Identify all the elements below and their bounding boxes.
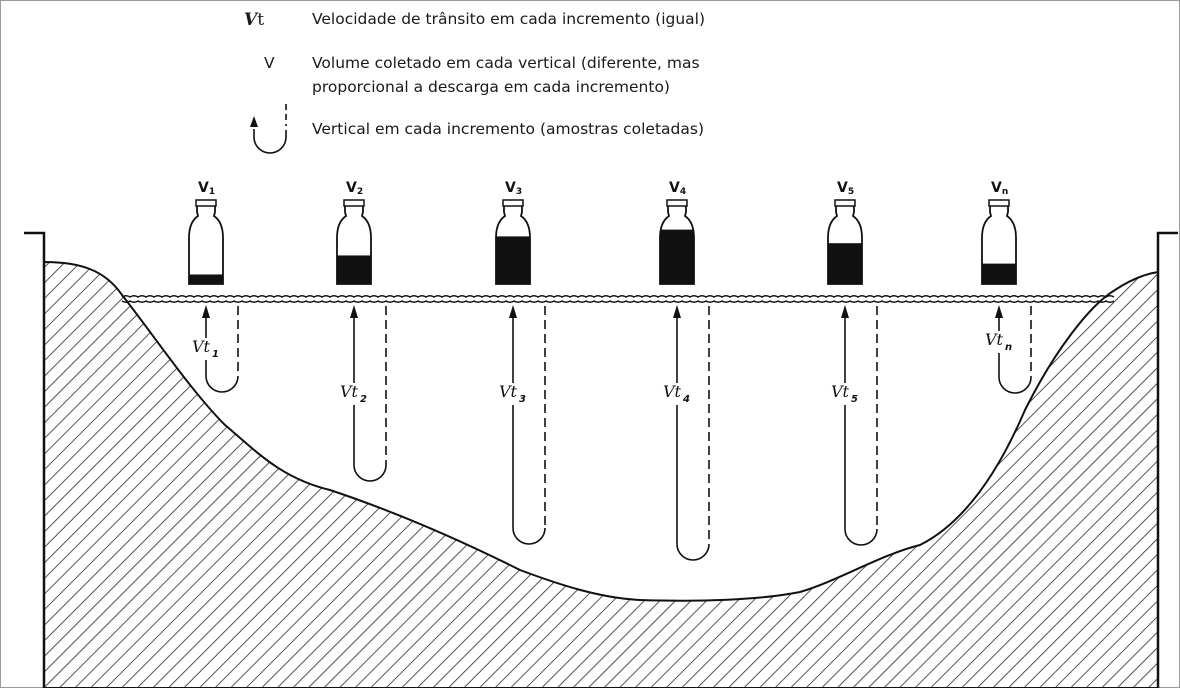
up-arrow-icon xyxy=(995,305,1003,318)
legend-v-text-line2: proporcional a descarga em cada incremen… xyxy=(312,78,670,96)
up-arrow-icon xyxy=(202,305,210,318)
up-arrow-icon xyxy=(350,305,358,318)
bottle-fill xyxy=(189,274,223,284)
label-background xyxy=(983,331,1013,353)
right-bank xyxy=(1156,231,1178,688)
label-background xyxy=(661,383,691,405)
bottle-fill xyxy=(660,229,694,284)
legend-v-text-line1: Volume coletado em cada vertical (difere… xyxy=(312,54,700,72)
bottle-cap xyxy=(666,199,688,207)
up-arrow-icon xyxy=(509,305,517,318)
bottle-fill xyxy=(982,263,1016,284)
water-surface xyxy=(121,295,1115,303)
legend: Vt Velocidade de trânsito em cada increm… xyxy=(244,10,705,154)
bottle-cap xyxy=(195,199,217,207)
label-background xyxy=(497,383,527,405)
legend-vt-symbol: Vt xyxy=(244,10,264,30)
up-arrow-icon xyxy=(841,305,849,318)
legend-vt-text: Velocidade de trânsito em cada increment… xyxy=(312,10,705,28)
label-background xyxy=(338,383,368,405)
bottle-cap xyxy=(834,199,856,207)
legend-v-symbol: V xyxy=(264,54,275,72)
legend-vertical-text: Vertical em cada incremento (amostras co… xyxy=(312,120,704,138)
vertical-loop-icon xyxy=(250,104,287,154)
bottle-cap xyxy=(502,199,524,207)
bottle-label: V2 xyxy=(346,180,363,197)
up-arrow-icon xyxy=(673,305,681,318)
bottle-fill xyxy=(337,255,371,284)
sampling-path xyxy=(844,316,878,546)
bottle-label: V5 xyxy=(837,180,854,197)
bottle-cap xyxy=(988,199,1010,207)
bottle-label: V1 xyxy=(198,180,215,197)
sampling-path xyxy=(676,316,710,561)
sampling-path xyxy=(353,316,387,482)
bottle-fill xyxy=(828,243,862,284)
bottle-cap xyxy=(343,199,365,207)
sampling-path xyxy=(205,316,239,393)
bottle-label: Vn xyxy=(991,180,1008,197)
channel-bed xyxy=(43,260,1159,688)
label-background xyxy=(829,383,859,405)
bottle-label: V3 xyxy=(505,180,522,197)
sampling-path xyxy=(998,316,1032,394)
label-background xyxy=(190,338,220,360)
bottle-fill xyxy=(496,236,530,284)
sampling-path xyxy=(512,316,546,545)
sample-bottle xyxy=(188,202,224,285)
left-bank xyxy=(24,231,46,688)
bottle-label: V4 xyxy=(669,180,686,197)
